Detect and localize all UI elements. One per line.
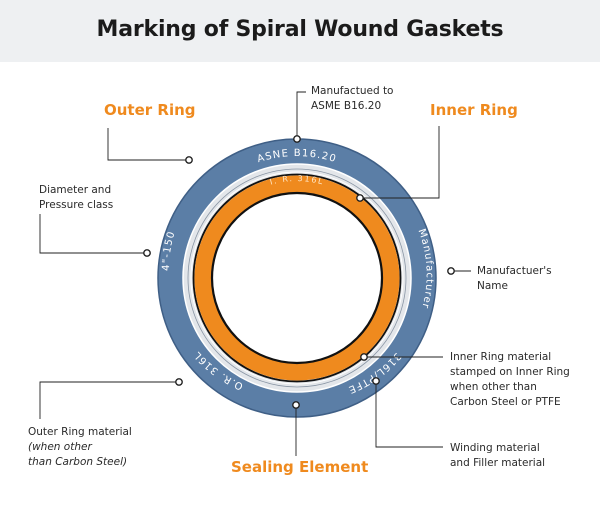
dot-sealing-element — [292, 401, 300, 409]
heading-outer-ring: Outer Ring — [104, 101, 196, 119]
label-winding-material: Winding material and Filler material — [450, 442, 546, 469]
heading-sealing-element: Sealing Element — [231, 458, 369, 476]
leader-asme — [296, 91, 306, 139]
dot-inner-ring — [356, 194, 364, 202]
inner-ring-shape — [194, 175, 400, 381]
svg-text:I. R. 316L: I. R. 316L — [269, 174, 325, 187]
dot-diameter — [143, 249, 151, 257]
header-bar — [0, 0, 600, 62]
leader-diameter — [39, 214, 147, 254]
label-inner-ring-material: Inner Ring material stamped on Inner Rin… — [450, 351, 570, 408]
dot-outer-ring — [185, 156, 193, 164]
dot-winding — [372, 377, 380, 385]
heading-inner-ring: Inner Ring — [430, 101, 518, 119]
leader-outer-ring — [107, 128, 189, 161]
dot-inner-material — [360, 353, 368, 361]
dot-asme — [293, 135, 301, 143]
leader-inner-ring — [360, 126, 440, 199]
label-diameter: Diameter and Pressure class — [39, 184, 114, 211]
inner-ring-text: I. R. 316L — [269, 174, 324, 187]
label-outer-ring-material: Outer Ring material (when other than Car… — [28, 426, 132, 468]
leader-outer-material — [39, 381, 179, 419]
page-title: Marking of Spiral Wound Gaskets — [96, 17, 504, 42]
label-asme: Manufactued to ASME B16.20 — [311, 85, 394, 112]
dot-manufacturer — [447, 267, 455, 275]
label-manufacturer: Manufactuer's Name — [477, 265, 552, 292]
leader-winding — [375, 381, 443, 448]
dot-outer-material — [175, 378, 183, 386]
